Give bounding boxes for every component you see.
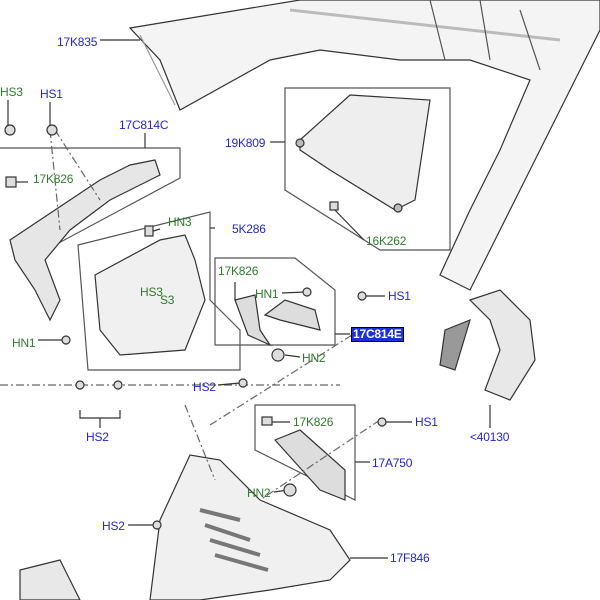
label-hs3[interactable]: HS3 (140, 285, 163, 299)
bumper-cover-17K835 (128, 0, 600, 291)
label-hs1[interactable]: HS1 (388, 289, 411, 303)
label-17C814C[interactable]: 17C814C (119, 118, 169, 132)
label-hs2[interactable]: HS2 (86, 430, 109, 444)
label-hn2[interactable]: HN2 (302, 351, 326, 365)
label-5K286[interactable]: 5K286 (232, 222, 266, 236)
label-17A750[interactable]: 17A750 (372, 456, 413, 470)
label-17C814E-selected[interactable]: 17C814E (351, 327, 404, 342)
label-17K826[interactable]: 17K826 (33, 172, 74, 186)
label-hn1[interactable]: HN1 (255, 287, 279, 301)
label-40130[interactable]: <40130 (470, 430, 510, 444)
label-17K826[interactable]: 17K826 (218, 264, 259, 278)
label-17F846[interactable]: 17F846 (390, 551, 430, 565)
label-17K835[interactable]: 17K835 (57, 35, 98, 49)
label-19K809[interactable]: 19K809 (225, 136, 266, 150)
label-hs2[interactable]: HS2 (193, 380, 216, 394)
label-hs1[interactable]: HS1 (40, 87, 63, 101)
label-hn2[interactable]: HN2 (247, 486, 271, 500)
label-s3[interactable]: S3 (160, 293, 175, 307)
label-17K826[interactable]: 17K826 (293, 415, 334, 429)
label-hs1[interactable]: HS1 (415, 415, 438, 429)
label-hn3[interactable]: HN3 (168, 215, 192, 229)
label-16K262[interactable]: 16K262 (366, 234, 407, 248)
label-hs2[interactable]: HS2 (102, 519, 125, 533)
label-hn1[interactable]: HN1 (12, 336, 36, 350)
label-hs3[interactable]: HS3 (0, 85, 23, 99)
